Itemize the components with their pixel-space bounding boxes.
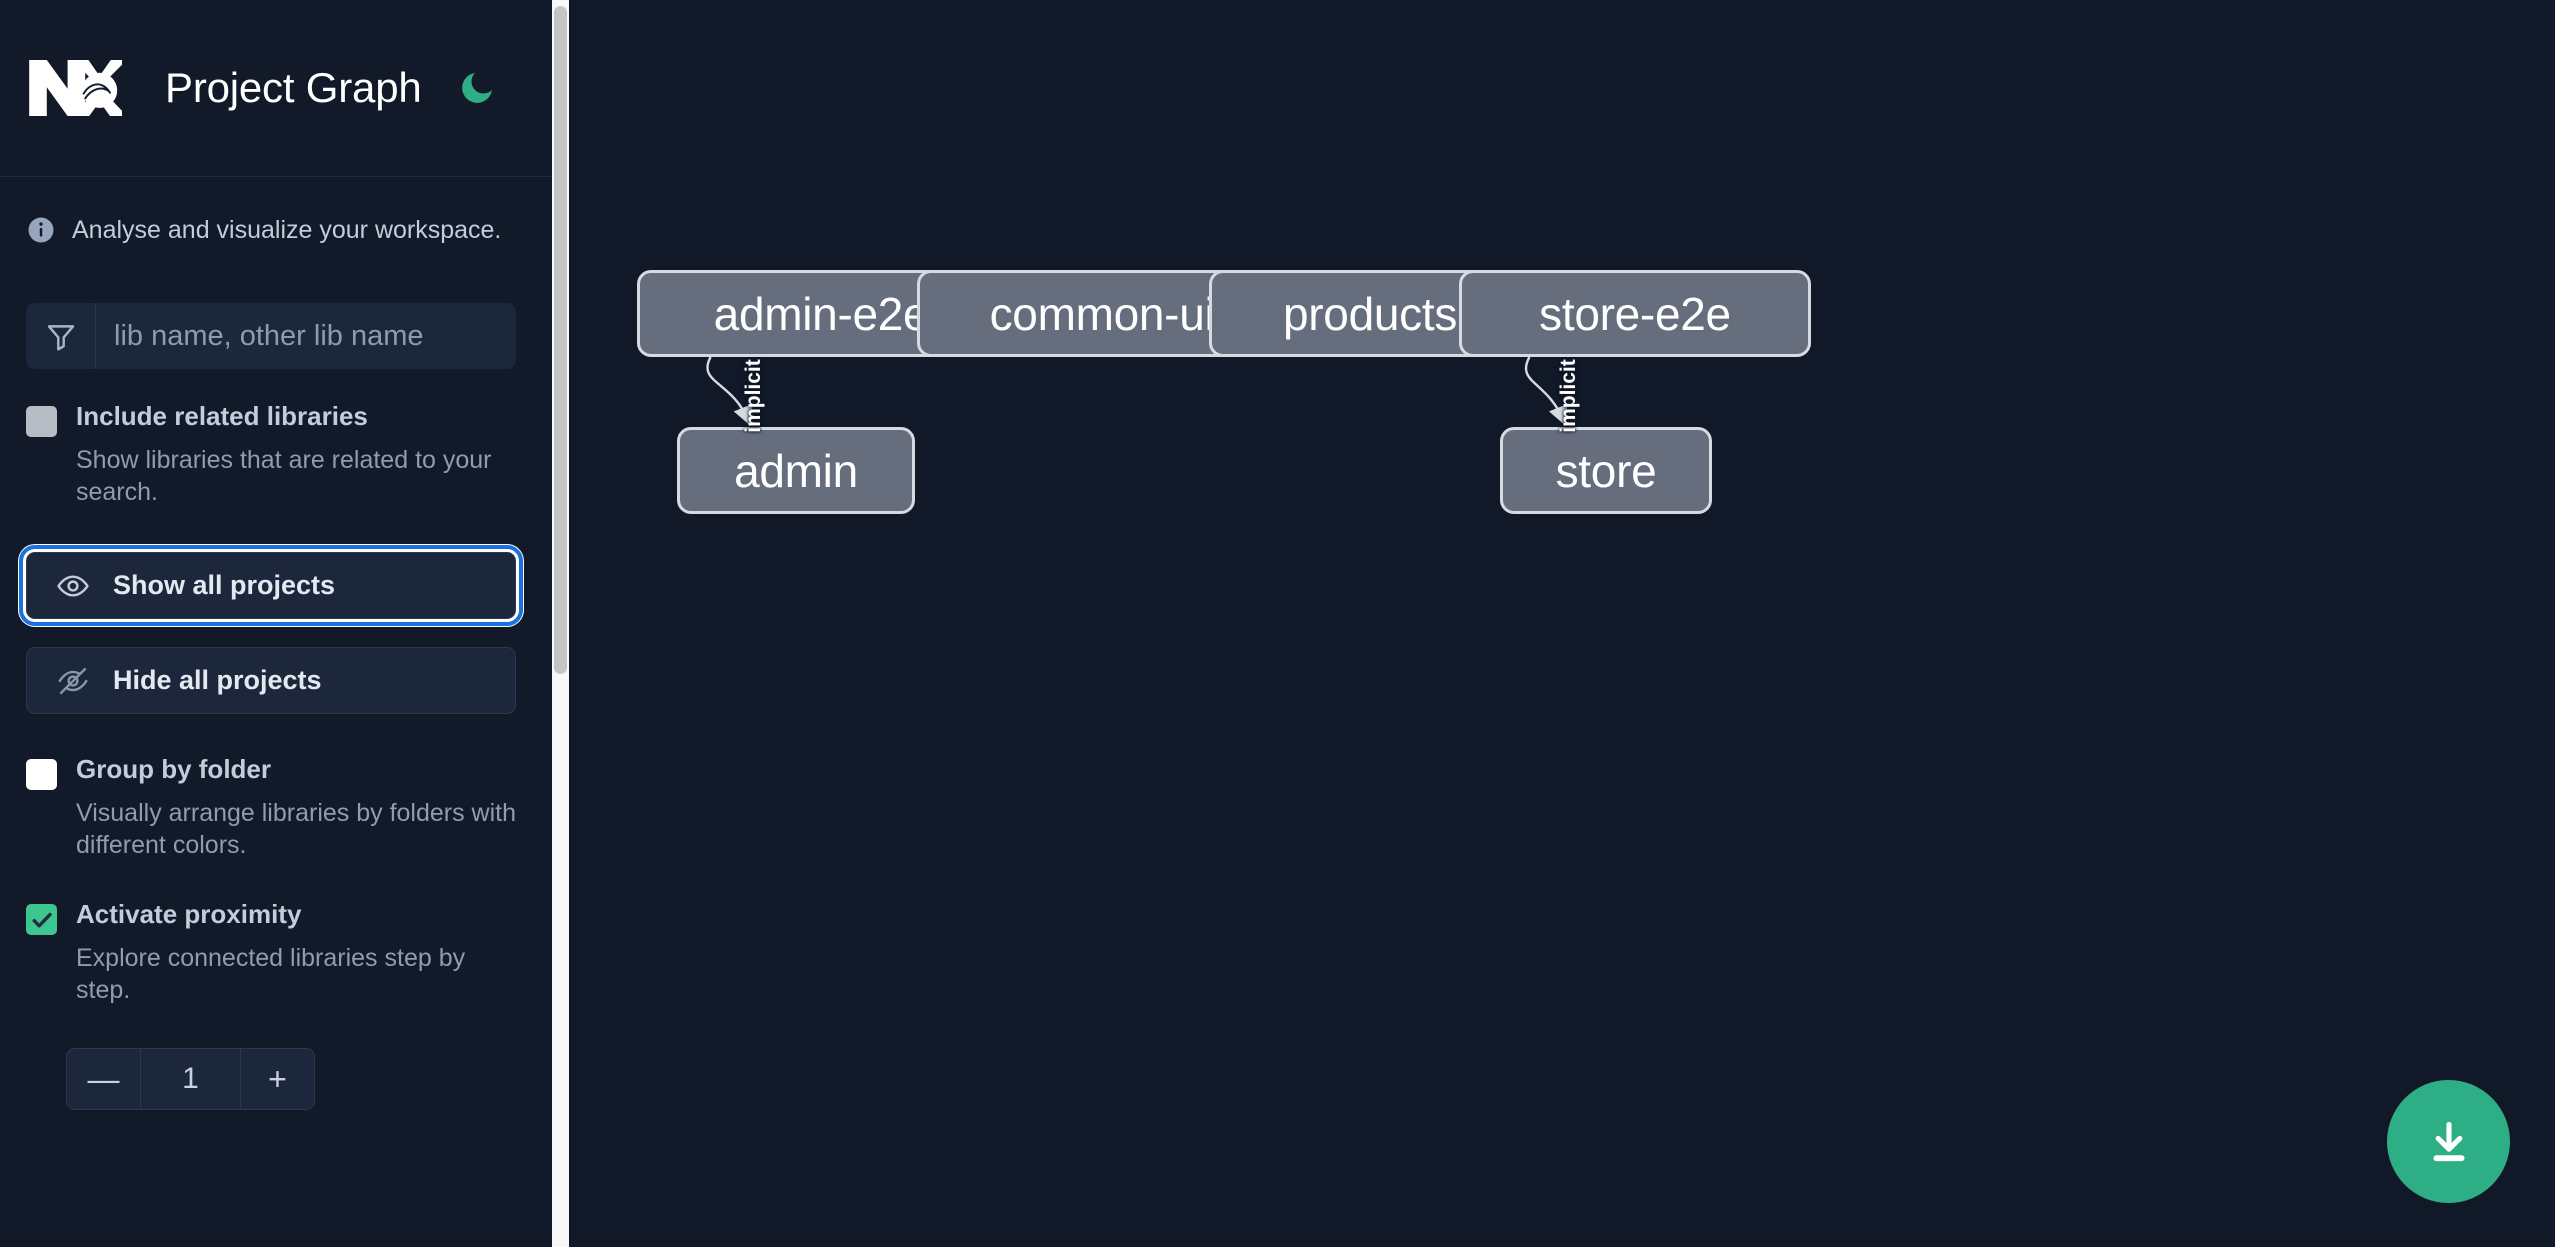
filter-funnel-icon[interactable] [26,303,96,369]
button-gap [26,619,516,647]
include-related-libraries-checkbox[interactable] [26,406,57,437]
eye-icon [55,568,91,604]
hide-all-projects-label: Hide all projects [113,665,322,695]
sidebar-scrollbar-thumb[interactable] [554,6,567,674]
graph-node-label: common-ui [989,287,1215,340]
graph-edge-label: implicit [1556,359,1580,433]
option-group-by-folder[interactable]: Group by folder Visually arrange librari… [0,714,552,861]
nx-logo-icon [26,55,127,121]
page-title: Project Graph [165,64,422,111]
include-related-libraries-label: Include related libraries [76,401,368,431]
show-all-projects-button[interactable]: Show all projects [19,545,523,626]
search-section [0,245,552,369]
proximity-increment-button[interactable]: + [241,1049,314,1109]
sidebar-scrollbar[interactable] [552,0,569,1247]
graph-node-label: admin-e2e [713,287,929,340]
graph-layer: admin-e2e common-ui products store-e2e admin… [569,0,2555,1247]
option-activate-proximity[interactable]: Activate proximity Explore connected lib… [0,861,552,1006]
search-input[interactable] [96,303,516,369]
activate-proximity-checkbox[interactable] [26,904,57,935]
graph-edges [706,356,1568,426]
graph-edge-label: implicit [741,359,765,433]
workspace-info-text: Analyse and visualize your workspace. [72,215,502,244]
search-box[interactable] [26,303,516,369]
group-by-folder-checkbox[interactable] [26,759,57,790]
workspace-info: Analyse and visualize your workspace. [0,177,552,245]
proximity-decrement-button[interactable]: — [67,1049,140,1109]
graph-node-label: store-e2e [1539,287,1731,340]
option-include-related-libraries[interactable]: Include related libraries Show libraries… [0,369,552,508]
sidebar-header: Project Graph [0,0,552,177]
proximity-stepper[interactable]: — 1 + [66,1048,315,1110]
moon-icon[interactable] [455,66,499,110]
include-related-libraries-description: Show libraries that are related to your … [76,446,492,506]
group-by-folder-description: Visually arrange libraries by folders wi… [76,799,517,859]
group-by-folder-label: Group by folder [76,754,271,784]
eye-slash-icon [55,663,91,699]
graph-node-admin[interactable]: admin [677,427,915,514]
graph-node-store-e2e[interactable]: store-e2e [1459,270,1811,357]
graph-node-label: admin [734,444,858,497]
graph-node-label: store [1555,444,1657,497]
hide-all-projects-button[interactable]: Hide all projects [26,647,516,714]
activate-proximity-label: Activate proximity [76,899,302,929]
download-graph-button[interactable] [2387,1080,2510,1203]
activate-proximity-description: Explore connected libraries step by step… [76,944,466,1004]
graph-node-store[interactable]: store [1500,427,1712,514]
sidebar: Project Graph Analyse and visualize your… [0,0,552,1247]
proximity-value: 1 [140,1049,241,1109]
visibility-buttons: Show all projects Hide all projects [0,508,552,714]
graph-node-label: products [1282,287,1458,340]
graph-canvas[interactable]: admin-e2e common-ui products store-e2e admin… [569,0,2555,1247]
show-all-projects-label: Show all projects [113,570,336,600]
info-circle-icon [26,215,56,245]
proximity-stepper-wrap: — 1 + [0,1006,552,1110]
